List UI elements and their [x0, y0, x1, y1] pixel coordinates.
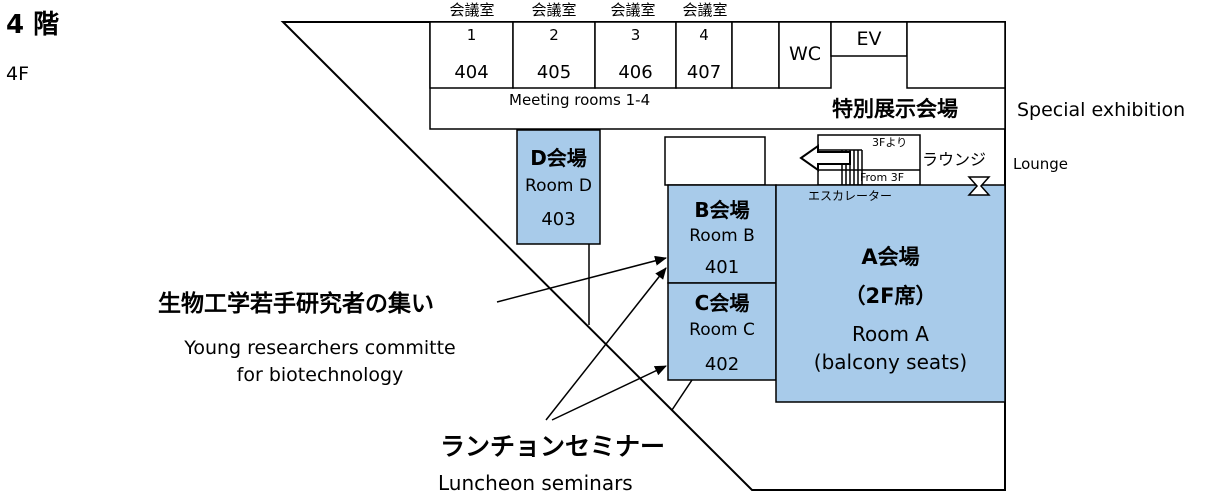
escalator-label: エスカレーター — [808, 189, 893, 203]
blank-room — [731, 21, 780, 89]
young-researchers-en-line1: Young researchers committe — [184, 337, 456, 359]
meeting-room-3-label: 会議室 — [610, 1, 656, 19]
corner-room — [906, 21, 1006, 89]
escalator-from-jp: 3Fより — [872, 136, 908, 149]
special-exhibition-jp: 特別展示会場 — [832, 97, 958, 121]
meeting-room-1[interactable] — [429, 21, 514, 89]
floor-title-jp: 4 階 — [6, 10, 60, 40]
meeting-room-3-code: 406 — [618, 62, 653, 83]
meeting-room-3-number: 3 — [630, 26, 641, 44]
lounge-en: Lounge — [1013, 155, 1069, 173]
meeting-room-2-label: 会議室 — [531, 1, 577, 19]
meeting-room-1-label: 会議室 — [449, 1, 495, 19]
room-b-anteroom — [664, 136, 766, 186]
room-a-subtitle: （2F席） — [844, 284, 937, 308]
meeting-room-4-label: 会議室 — [682, 1, 728, 19]
room-a-title: A会場 — [861, 245, 920, 269]
special-exhibition-en: Special exhibition — [1017, 99, 1186, 121]
young-researchers-arrow — [496, 255, 667, 303]
meeting-room-1-number: 1 — [466, 26, 477, 44]
room-c-title: C会場 — [694, 291, 750, 315]
luncheon-en: Luncheon seminars — [438, 471, 633, 495]
meeting-room-2[interactable] — [512, 21, 596, 89]
room-c-stem — [671, 379, 693, 411]
young-researchers-en-line2: for biotechnology — [236, 364, 404, 386]
floor-title-en: 4F — [6, 63, 30, 85]
young-researchers-jp: 生物工学若手研究者の集い — [158, 291, 434, 317]
wc-label: WC — [788, 43, 822, 65]
room-b-title: B会場 — [694, 198, 750, 222]
luncheon-jp: ランチョンセミナー — [440, 432, 666, 461]
meeting-room-4-number: 4 — [699, 26, 709, 44]
lounge-icon — [967, 176, 991, 196]
room-a-seats: (balcony seats) — [813, 350, 968, 374]
meeting-room-1-code: 404 — [454, 62, 489, 83]
room-d-number: 403 — [541, 209, 576, 230]
luncheon-arrow-to-c — [551, 365, 667, 421]
escalator-from-en: From 3F — [860, 171, 905, 184]
luncheon-arrow-to-b — [545, 267, 667, 421]
meeting-room-4-code: 407 — [686, 62, 722, 83]
escalator-arrow-icon — [799, 144, 851, 172]
room-b-number: 401 — [704, 257, 740, 278]
room-a-name: Room A — [852, 322, 929, 346]
meeting-rooms-caption: Meeting rooms 1-4 — [509, 91, 651, 109]
room-d-title: D会場 — [530, 146, 587, 170]
room-d-box[interactable] — [516, 129, 601, 245]
room-c-number: 402 — [704, 354, 740, 375]
room-a-box[interactable] — [775, 184, 1006, 403]
room-b-name: Room B — [689, 226, 755, 246]
room-d-name: Room D — [525, 176, 592, 196]
room-c-name: Room C — [689, 320, 755, 340]
meeting-room-2-number: 2 — [549, 26, 559, 44]
lounge-jp: ラウンジ — [922, 150, 987, 169]
ev-label: EV — [856, 28, 882, 50]
meeting-room-2-code: 405 — [536, 62, 572, 83]
